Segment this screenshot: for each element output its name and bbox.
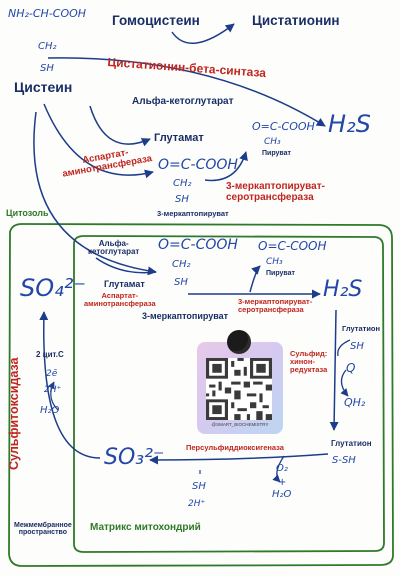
arrow-homocysteine-to-cystathionine — [171, 23, 235, 45]
persulfide-dioxygenase-enzyme-label: Персульфиддиоксигеназа — [186, 443, 284, 452]
arrow-h2s-to-persulfide — [329, 309, 339, 431]
arrow-mito-cysteine-to-glutamate — [95, 257, 157, 274]
arrow-sulfite-to-sulfate — [39, 311, 101, 459]
pyruvate-mito-label: Пируват — [266, 270, 295, 277]
arrow-cysteine-to-h2s — [47, 57, 326, 127]
oxygen: O₂ — [276, 463, 288, 474]
qr-code-icon[interactable] — [206, 358, 272, 420]
water-right: H₂O — [272, 489, 292, 500]
persulfide-group: S-SH — [332, 455, 356, 466]
arrow-cysteine-to-mercaptopyruvate — [43, 103, 154, 179]
mercaptopyruvate-top-formula-line1: O=C-COOH — [158, 157, 238, 173]
two-protons-bottom: 2H⁺ — [188, 499, 206, 509]
qr-code-graphic — [206, 358, 272, 420]
h2s-top: H₂S — [328, 110, 371, 138]
intermembrane-space-label: Межмембранное пространство — [14, 522, 72, 537]
ast-mito-enzyme-label: Аспартат- аминотрансфераза — [84, 291, 156, 308]
homocysteine-label: Гомоцистеин — [112, 13, 200, 28]
mercaptopyruvate-mito-label: 3-меркаптопируват — [142, 311, 229, 321]
glutathione-bottom-label: Глутатион — [331, 439, 372, 448]
two-protons-left: 2H⁺ — [44, 385, 62, 395]
mercaptopyruvate-mito-formula-line1: O=C-COOH — [158, 237, 238, 253]
two-electrons: 2ē — [46, 369, 58, 379]
mercaptopyruvate-top-label: 3-меркаптопируват — [157, 209, 229, 218]
plus-sign: + — [278, 477, 287, 488]
sh-bottom: SH — [192, 481, 206, 492]
arrow-q-to-qh2 — [340, 369, 349, 397]
matrix-label: Матрикс митохондрий — [90, 522, 201, 533]
sqr-enzyme-label: Сульфид: хинон- редуктаза — [290, 349, 328, 374]
arrow-persulfide-to-sulfite — [149, 453, 329, 465]
arrow-mito-mercaptopyruvate-to-pyruvate — [249, 265, 261, 293]
cysteine-formula-line2: CH₂ — [38, 41, 57, 52]
cysteine-formula-line3: SH — [40, 63, 54, 74]
mercaptopyruvate-mito-formula-line3: SH — [174, 277, 188, 288]
glutamate-mito-label: Глутамат — [104, 279, 145, 289]
cystathionine-label: Цистатионин — [252, 13, 340, 28]
arrow-mercaptopyruvate-to-pyruvate — [204, 151, 248, 182]
arrow-cytc-electrons — [47, 381, 59, 411]
alpha-kg-top-label: Альфа-кетоглутарат — [132, 96, 234, 107]
pyruvate-top-label: Пируват — [262, 150, 291, 157]
qr-handle-text: @SMART_BIOCHEMISTRY — [211, 422, 269, 427]
water-left: H₂O — [40, 405, 60, 416]
mercaptopyruvate-top-formula-line2: CH₂ — [173, 178, 192, 189]
glutamate-top-label: Глутамат — [154, 132, 204, 144]
ubiquinone: Q — [346, 361, 356, 375]
mpst-top-enzyme-label: 3-меркаптопируват- серотрансфераза — [226, 181, 325, 203]
pyruvate-top-formula-line1: O=C-COOH — [252, 120, 315, 133]
inner-mitochondrial-membrane — [73, 235, 385, 553]
arrow-glutathione-in — [337, 339, 351, 357]
cytochrome-c-label: 2 цит.С — [36, 350, 64, 359]
mercaptopyruvate-mito-formula-line2: CH₂ — [172, 259, 191, 270]
pyruvate-top-formula-line2: CH₃ — [264, 137, 281, 147]
mpst-mito-enzyme-label: 3-меркаптопируват- серотрансфераза — [238, 297, 313, 314]
arrow-cysteine-to-mitochondria — [33, 111, 157, 276]
mercaptopyruvate-top-formula-line3: SH — [175, 194, 189, 205]
sulfite-oxidase-enzyme-label: Сульфитоксидаза — [7, 357, 21, 470]
arrow-cysteine-to-glutamate — [89, 105, 151, 147]
outer-mitochondrial-membrane — [8, 223, 394, 567]
arrow-o2-h2o — [272, 455, 285, 483]
ubiquinol: QH₂ — [344, 396, 366, 409]
sulfite: SO₃²⁻ — [104, 445, 165, 470]
pin-icon — [227, 330, 251, 354]
glutathione-sh: SH — [350, 341, 364, 352]
cysteine-label: Цистеин — [14, 79, 73, 95]
h2s-mito: H₂S — [323, 277, 363, 302]
alpha-kg-mito-label: Альфа- кетоглутарат — [88, 239, 140, 257]
cysteine-formula-line1: NH₂-CH-COOH — [8, 7, 87, 20]
pyruvate-mito-formula-line1: O=C-COOH — [258, 239, 327, 253]
sulfate: SO₄²⁻ — [20, 274, 87, 302]
glutathione-top-label: Глутатион — [342, 324, 381, 333]
pyruvate-mito-formula-line2: CH₃ — [266, 257, 283, 267]
cytosol-label: Цитозоль — [6, 208, 49, 218]
